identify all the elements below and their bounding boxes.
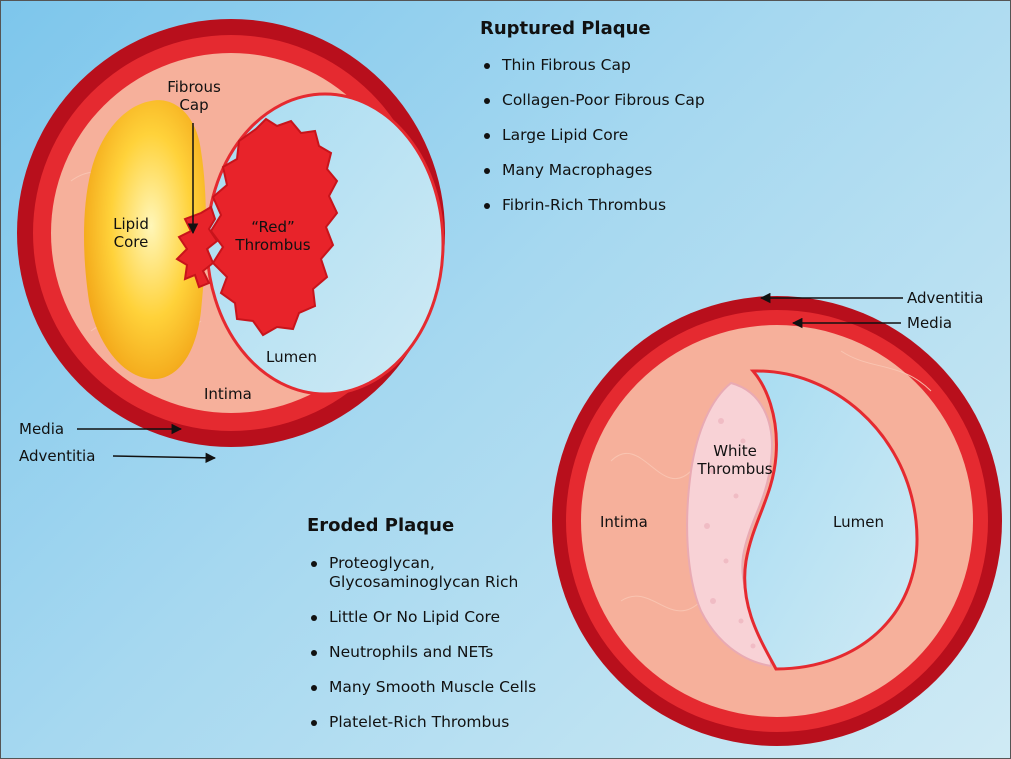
ruptured-artery <box>17 19 445 464</box>
intima-label: Intima <box>600 513 648 531</box>
white-thrombus <box>686 381 773 668</box>
list-item: Many Smooth Muscle Cells <box>307 678 536 697</box>
intima-label: Intima <box>204 385 252 403</box>
white-thrombus-label: White Thrombus <box>697 442 773 478</box>
red-thrombus <box>175 117 339 337</box>
eroded-plaque-heading: Eroded Plaque <box>307 515 455 536</box>
list-item: Neutrophils and NETs <box>307 643 536 662</box>
lumen <box>743 369 919 671</box>
ruptured-plaque-heading: Ruptured Plaque <box>480 18 651 39</box>
media-label: Media <box>907 314 953 332</box>
list-item: Large Lipid Core <box>480 126 705 145</box>
eroded-artery <box>552 292 1002 746</box>
lumen-label: Lumen <box>266 348 317 366</box>
media-label: Media <box>19 420 65 438</box>
list-item: Proteoglycan, Glycosaminoglycan Rich <box>307 554 536 592</box>
adventitia-label: Adventitia <box>907 289 984 307</box>
adventitia-pointer <box>112 452 217 464</box>
eroded-features-list: Proteoglycan, Glycosaminoglycan Rich Lit… <box>307 554 536 732</box>
lumen-label: Lumen <box>833 513 884 531</box>
ruptured-features-list: Thin Fibrous Cap Collagen-Poor Fibrous C… <box>480 56 705 215</box>
red-thrombus-label: “Red” Thrombus <box>235 218 311 254</box>
fibrous-cap-label: Fibrous Cap <box>167 78 221 114</box>
lipid-core <box>84 100 206 380</box>
list-item: Thin Fibrous Cap <box>480 56 705 75</box>
list-item: Fibrin-Rich Thrombus <box>480 196 705 215</box>
list-item: Many Macrophages <box>480 161 705 180</box>
list-item: Collagen-Poor Fibrous Cap <box>480 91 705 110</box>
list-item: Little Or No Lipid Core <box>307 608 536 627</box>
adventitia-label: Adventitia <box>19 447 96 465</box>
list-item: Platelet-Rich Thrombus <box>307 713 536 732</box>
lipid-core-label: Lipid Core <box>113 215 149 251</box>
